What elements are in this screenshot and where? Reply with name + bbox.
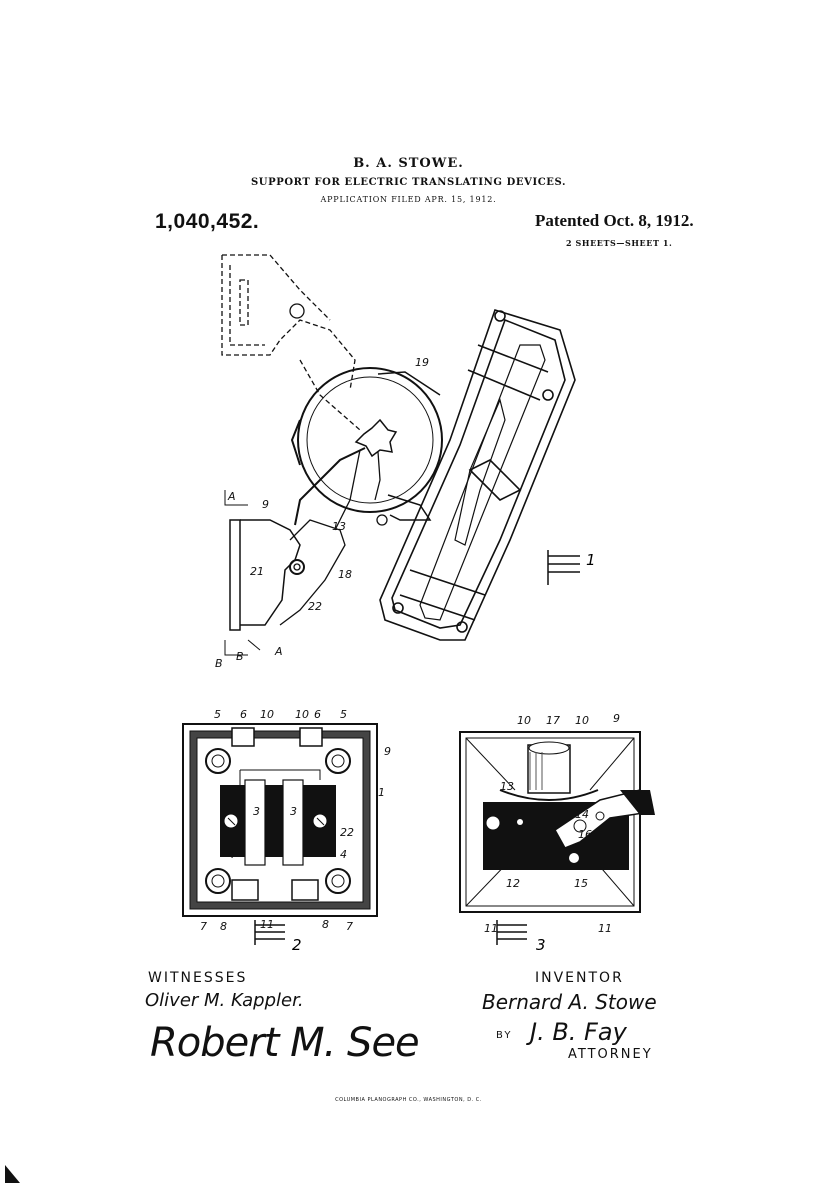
fig3-ref-1: 17 [546, 714, 560, 727]
fig2-ref-6: 9 [384, 745, 391, 758]
dashed-pivot [289, 303, 305, 319]
inventor-name: B. A. STOWE. [353, 156, 464, 171]
fig3-ref-2: 10 [575, 714, 589, 727]
fig2-ref-13: 7 [200, 920, 207, 933]
fig1-numerals: 19 9 13 21 18 22 A B A B [215, 356, 429, 670]
fig3-ref-6: 16 [578, 828, 592, 841]
fig3-ref-10: 11 [598, 922, 612, 935]
application-filed: APPLICATION FILED APR. 15, 1912. [320, 195, 497, 204]
fig2-ref-7: 1 [378, 786, 385, 799]
fig3-numerals: 10 17 10 9 13 14 16 12 15 11 11 [484, 712, 620, 935]
fig2-ref-11: 4 [228, 848, 235, 861]
ref-A1: A [227, 490, 236, 503]
fig2-ref-5: 5 [340, 708, 347, 721]
fig3-ref-8: 15 [574, 877, 588, 890]
witness-1-signature: Oliver M. Kappler. [145, 990, 304, 1011]
ref-A2: B [236, 650, 244, 663]
figure-1-drawing [221, 254, 580, 656]
fig3-ref-4: 13 [500, 780, 514, 793]
fig3-label: 3 [536, 936, 546, 954]
fan-guard [379, 309, 576, 641]
fig2-ref-4: 6 [314, 708, 321, 721]
fig3-ref-9: 11 [484, 922, 498, 935]
scan-corner-mark [5, 1165, 20, 1183]
printer-credit: COLUMBIA PLANOGRAPH CO., WASHINGTON, D. … [335, 1097, 482, 1103]
fig2-ref-9: 3 [290, 805, 297, 818]
witnesses-label: WITNESSES [148, 970, 248, 986]
inventor-label: INVENTOR [535, 970, 624, 986]
figure-2-drawing [182, 723, 378, 945]
fig2-ref-15: 11 [260, 918, 274, 931]
fig2-ref-10: 22 [340, 826, 354, 839]
figure-3-drawing [459, 731, 655, 945]
fig3-ref-7: 12 [506, 877, 520, 890]
fig3-ref-5: 14 [575, 808, 589, 821]
ref-18: 18 [338, 568, 352, 581]
ref-22: 22 [308, 600, 322, 613]
attorney-label: ATTORNEY [568, 1047, 653, 1062]
fig2-ref-2: 10 [260, 708, 274, 721]
attorney-signature: J. B. Fay [530, 1018, 627, 1046]
fig3-ref-0: 10 [517, 714, 531, 727]
fig2-ref-14: 8 [220, 920, 227, 933]
fig2-ref-3: 10 [295, 708, 309, 721]
fig2-ref-16: 8 [322, 918, 329, 931]
fig1-label: 1 [586, 551, 596, 569]
dashed-bracket [221, 254, 361, 431]
motor-housing [297, 367, 443, 513]
ref-B: A [274, 645, 283, 658]
fig2-label: 2 [292, 936, 302, 954]
ref-13: 13 [332, 520, 346, 533]
witness-2-signature: Robert M. See [150, 1020, 420, 1066]
fig2-ref-1: 6 [240, 708, 247, 721]
patent-title: SUPPORT FOR ELECTRIC TRANSLATING DEVICES… [250, 177, 567, 188]
ref-21: 21 [250, 565, 264, 578]
fig2-ref-0: 5 [214, 708, 221, 721]
patent-number: 1,040,452. [155, 210, 260, 233]
fig2-ref-8: 3 [253, 805, 260, 818]
sheet-count: 2 SHEETS—SHEET 1. [566, 238, 673, 248]
inventor-signature: Bernard A. Stowe [482, 990, 657, 1014]
by-label: BY [496, 1030, 513, 1041]
ref-9: 9 [262, 498, 269, 511]
fig3-ref-3: 9 [613, 712, 620, 725]
fig2-ref-12: 4 [340, 848, 347, 861]
fig2-numerals: 5 6 10 10 6 5 9 1 3 3 22 4 4 7 8 11 8 7 [200, 708, 391, 933]
fig2-ref-17: 7 [346, 920, 353, 933]
ref-1: B [215, 657, 223, 670]
patented-date: Patented Oct. 8, 1912. [535, 211, 694, 230]
ref-19: 19 [415, 356, 429, 369]
